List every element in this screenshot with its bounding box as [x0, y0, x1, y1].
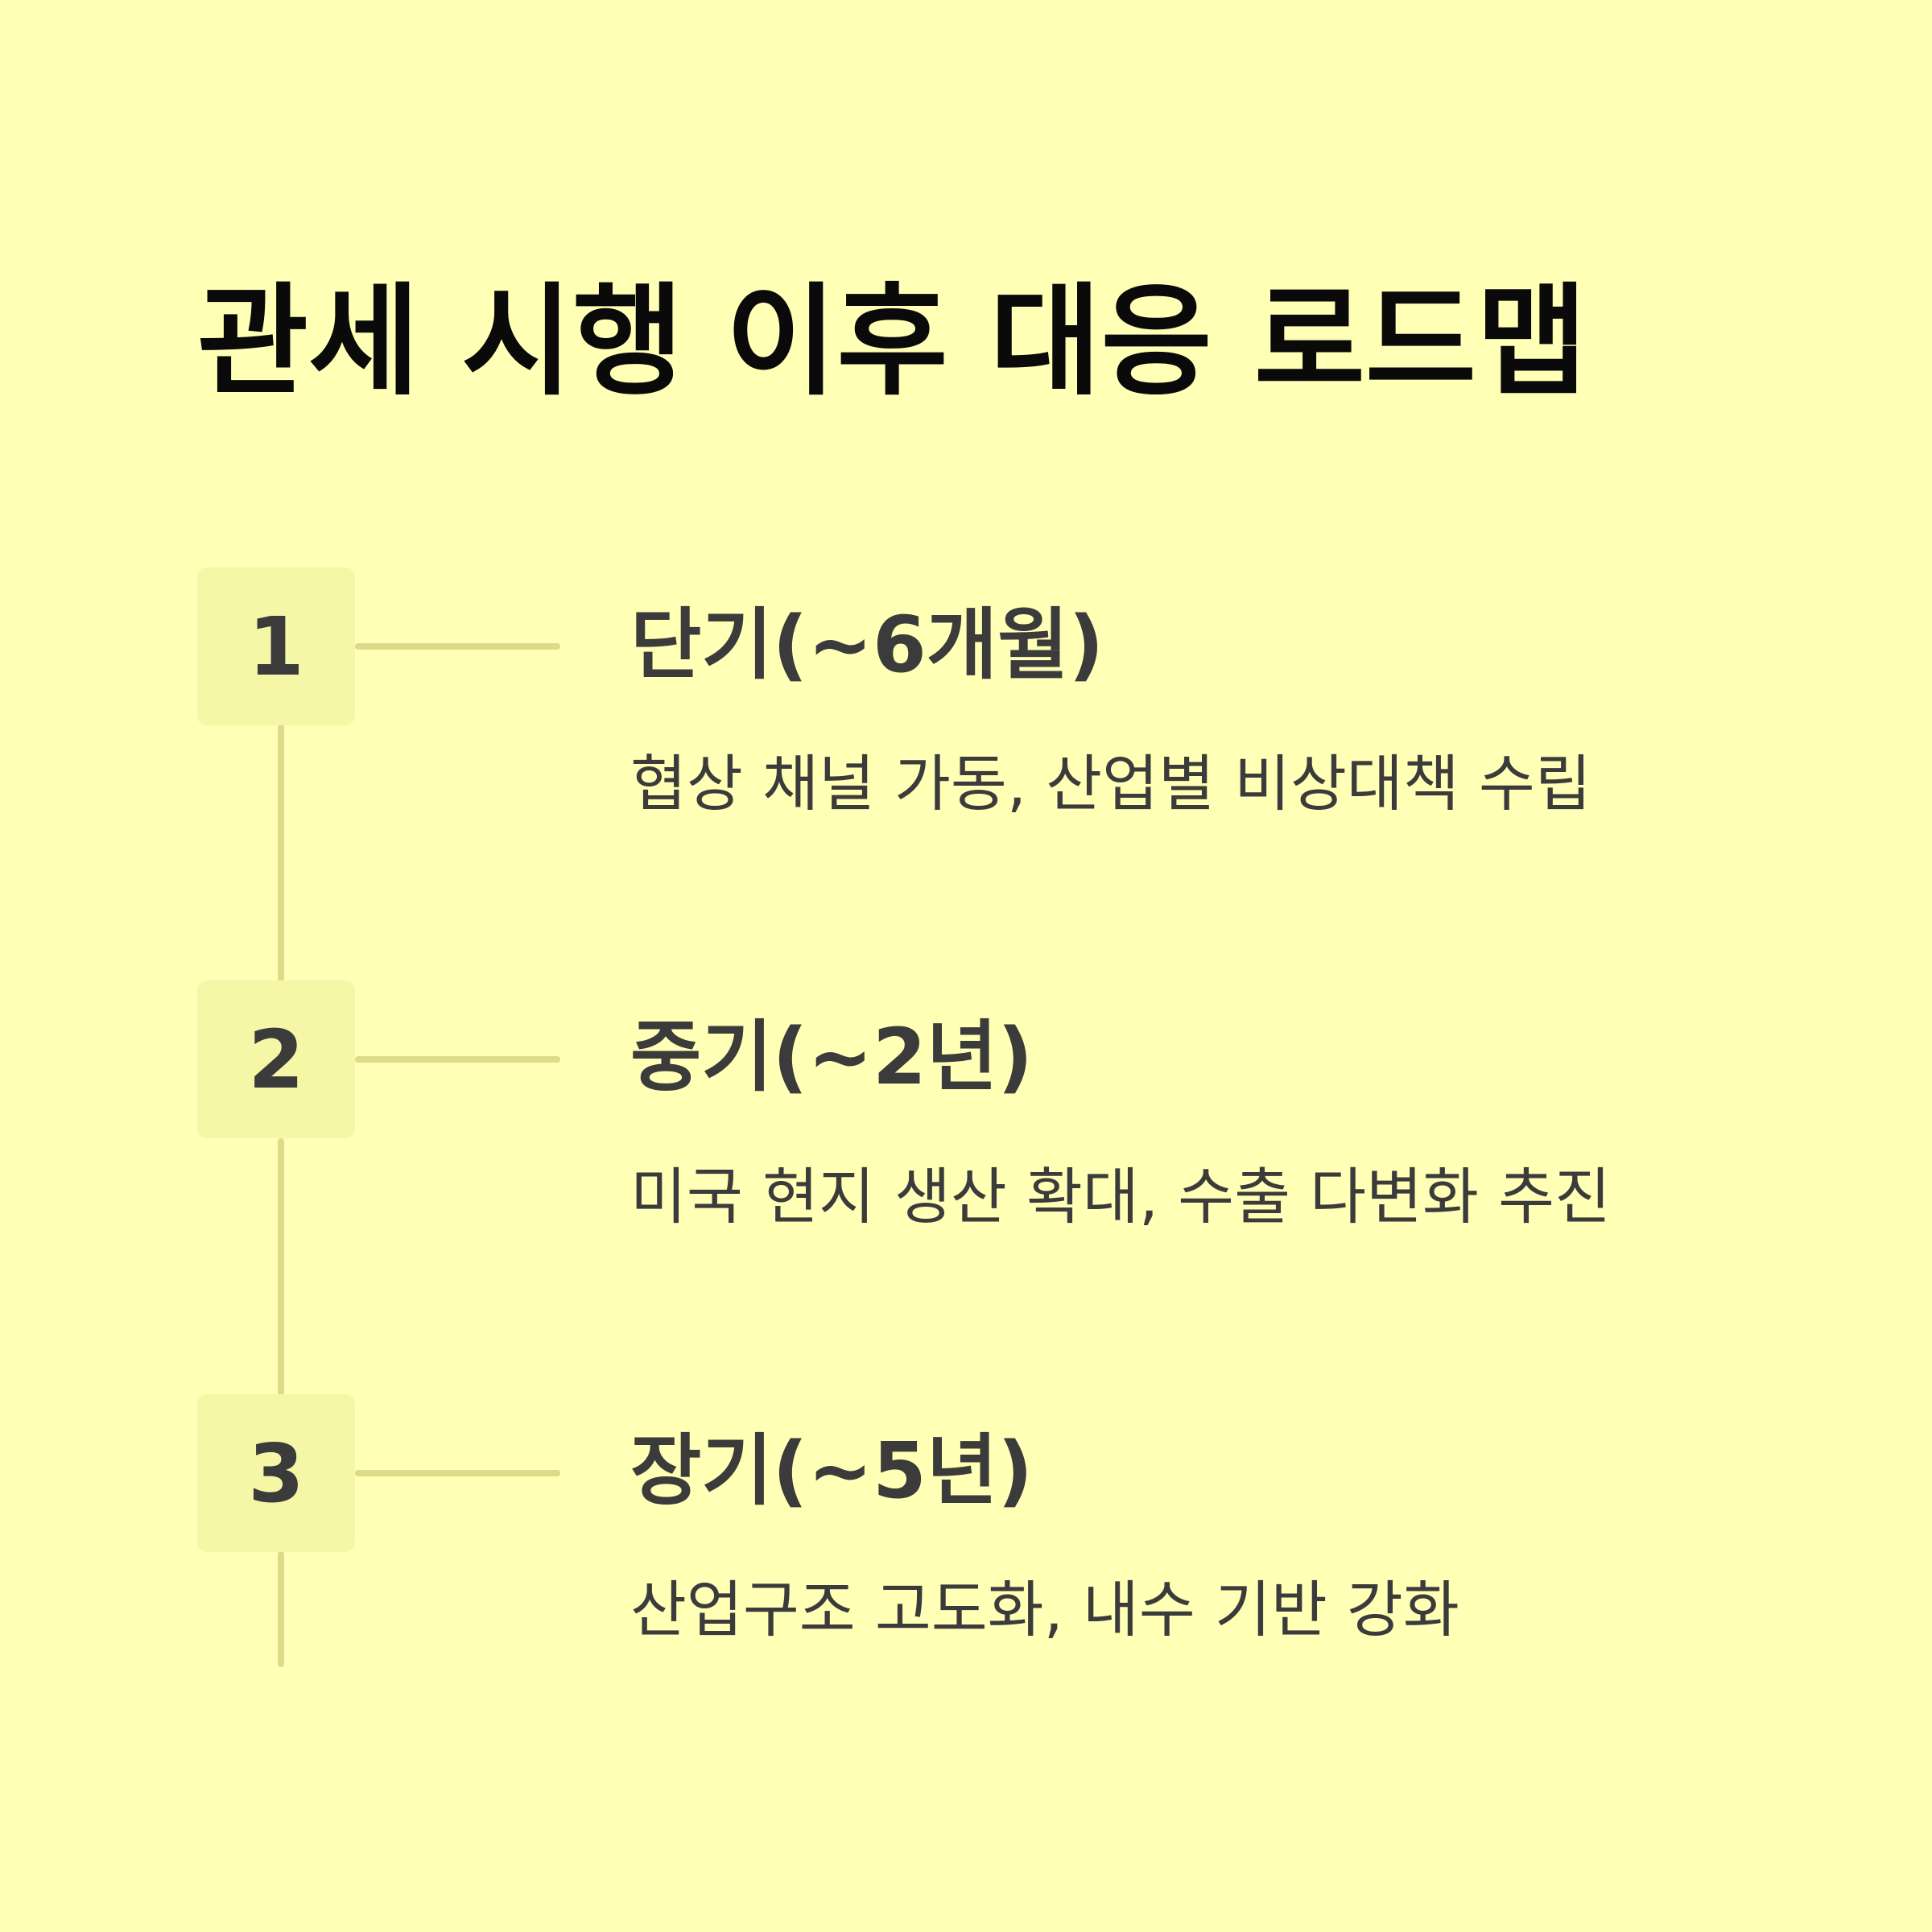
step-connector-1 [355, 643, 560, 650]
step-title-2: 중기(~2년) [630, 1012, 1033, 1102]
step-number-box-2: 2 [197, 980, 355, 1138]
step-connector-3 [355, 1470, 560, 1476]
step-title-3: 장기(~5년) [630, 1426, 1033, 1516]
page-title: 관세 시행 이후 대응 로드맵 [197, 272, 1587, 412]
step-title-1: 단기(~6개월) [630, 600, 1104, 690]
step-description-3: 산업구조 고도화, 내수 기반 강화 [630, 1574, 1459, 1645]
step-number-box-1: 1 [197, 568, 355, 725]
step-connector-2 [355, 1056, 560, 1063]
timeline-line-segment-1 [278, 724, 284, 982]
step-number-box-3: 3 [197, 1394, 355, 1552]
step-description-1: 협상 채널 가동, 산업별 비상대책 수립 [630, 748, 1591, 819]
step-description-2: 미국 현지 생산 확대, 수출 다변화 추진 [630, 1161, 1611, 1232]
timeline-line-segment-2 [278, 1138, 284, 1396]
timeline-line-segment-3 [278, 1551, 284, 1667]
